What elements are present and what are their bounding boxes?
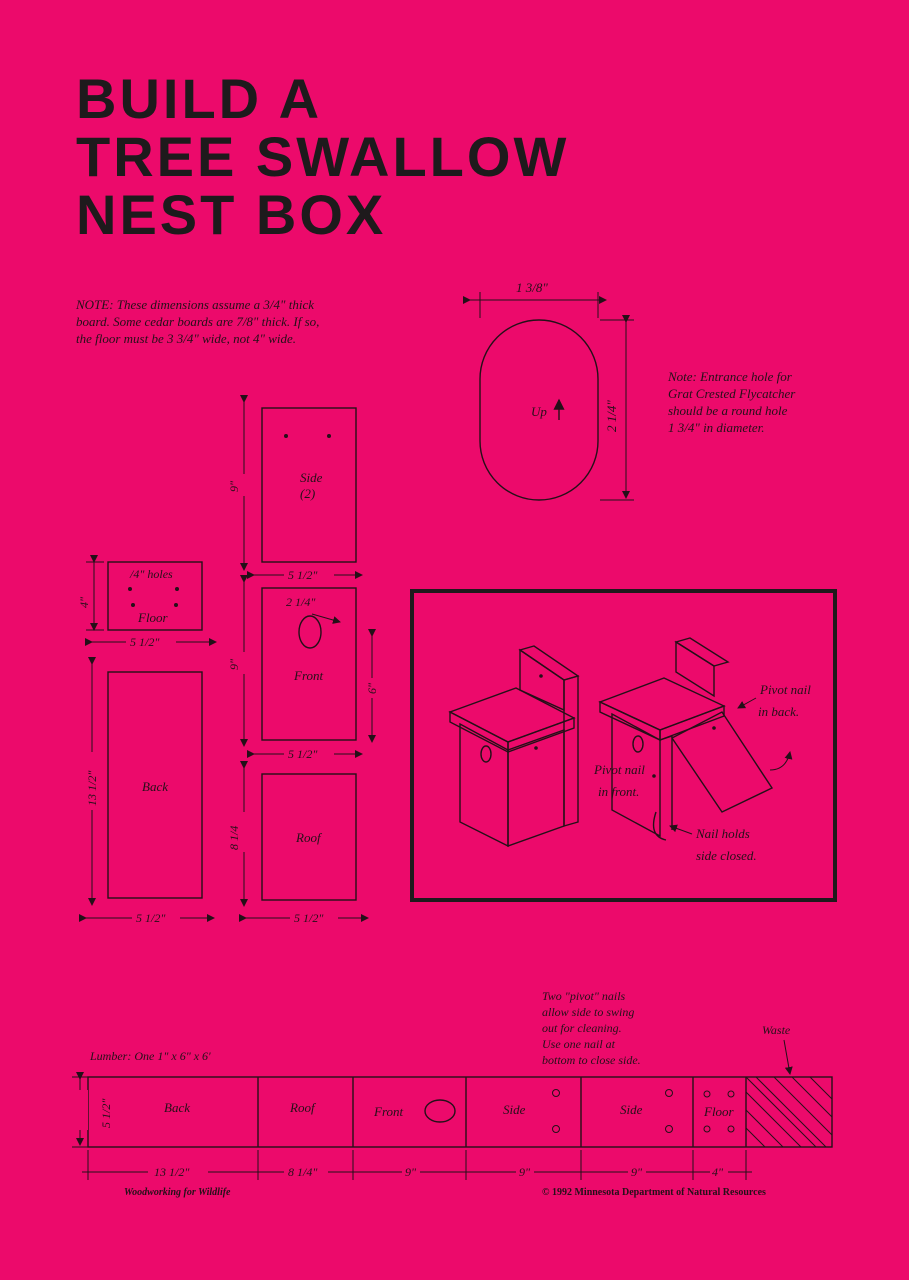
- front-side-dim-label: 6": [365, 682, 379, 694]
- roof-piece: Roof 8 1/4 5 1/2": [227, 761, 369, 925]
- assembly-illustration: Pivot nail in back. Pivot nail in front.…: [410, 589, 837, 902]
- entrance-hole-note: Note: Entrance hole for Grat Crested Fly…: [668, 368, 795, 436]
- back-height-label: 13 1/2": [85, 770, 99, 806]
- footer-credit: Woodworking for Wildlife: [124, 1187, 231, 1198]
- thickness-note-line: NOTE: These dimensions assume a 3/4" thi…: [76, 297, 314, 312]
- hole-note-line: Note: Entrance hole for: [668, 369, 792, 384]
- page-title: BUILD A TREE SWALLOW NEST BOX: [76, 70, 569, 244]
- side-height-label: 9": [227, 480, 241, 492]
- waste-hatch: [745, 1076, 833, 1148]
- front-hole-label: 2 1/4": [286, 595, 316, 609]
- back-label: Back: [142, 779, 168, 794]
- title-line-1: BUILD A: [76, 67, 323, 130]
- roof-width-label: 5 1/2": [294, 911, 324, 925]
- hole-note-line: 1 3/4" in diameter.: [668, 420, 765, 435]
- waste-label: Waste: [762, 1023, 791, 1037]
- floor-label: Floor: [137, 610, 169, 625]
- segment-front-length: 9": [405, 1165, 417, 1179]
- entrance-hole-diagram: 1 3/8" 2 1/4" Up: [463, 280, 634, 501]
- title-line-2: TREE SWALLOW: [76, 125, 570, 188]
- pivot-front-line-1: Pivot nail: [593, 762, 645, 777]
- pivot-back-line-1: Pivot nail: [759, 682, 811, 697]
- side-label: Side: [300, 470, 323, 485]
- segment-side-1-length: 9": [519, 1165, 531, 1179]
- floor-piece: /4" holes Floor 4" 5 1/2": [77, 555, 217, 649]
- segment-roof-length: 8 1/4": [288, 1165, 318, 1179]
- lumber-label: Lumber: One 1" x 6" x 6': [89, 1049, 211, 1063]
- segment-side-2-length: 9": [631, 1165, 643, 1179]
- thickness-note: NOTE: These dimensions assume a 3/4" thi…: [76, 296, 319, 347]
- segment-side-1: Side: [503, 1102, 526, 1117]
- hole-height-label: 2 1/4": [604, 400, 619, 432]
- hole-note-line: should be a round hole: [668, 403, 788, 418]
- up-label: Up: [531, 404, 547, 419]
- back-width-label: 5 1/2": [136, 911, 166, 925]
- board-width-label: 5 1/2": [99, 1098, 113, 1128]
- front-height-label: 9": [227, 658, 241, 670]
- entrance-hole-oval: [479, 319, 599, 501]
- footer-copyright: © 1992 Minnesota Department of Natural R…: [542, 1187, 766, 1198]
- pivot-front-line-2: in front.: [598, 784, 639, 799]
- floor-holes-label: /4" holes: [129, 567, 173, 581]
- roof-label: Roof: [295, 830, 323, 845]
- hole-note-line: Grat Crested Flycatcher: [668, 386, 796, 401]
- front-piece: 2 1/4" Front 9" 6" 5 1/2": [227, 575, 380, 761]
- roof-height-label: 8 1/4: [227, 826, 241, 850]
- lumber-cut-layout: Lumber: One 1" x 6" x 6' Two "pivot" nai…: [72, 989, 833, 1180]
- nail-holds-line-1: Nail holds: [695, 826, 750, 841]
- thickness-note-line: the floor must be 3 3/4" wide, not 4" wi…: [76, 331, 296, 346]
- back-piece: Back 13 1/2" 5 1/2": [79, 657, 215, 925]
- floor-height-label: 4": [77, 596, 91, 608]
- nail-holds-line-2: side closed.: [696, 848, 757, 863]
- segment-front: Front: [373, 1104, 404, 1119]
- segment-floor-length: 4": [712, 1165, 724, 1179]
- segment-back-length: 13 1/2": [154, 1165, 190, 1179]
- thickness-note-line: board. Some cedar boards are 7/8" thick.…: [76, 314, 320, 329]
- segment-floor: Floor: [703, 1104, 735, 1119]
- front-width-label: 5 1/2": [288, 747, 318, 761]
- segment-side-2: Side: [620, 1102, 643, 1117]
- open-box-drawing: [598, 637, 793, 841]
- side-piece: Side (2) 9" 5 1/2": [227, 395, 363, 582]
- pivot-back-line-2: in back.: [758, 704, 799, 719]
- title-line-3: NEST BOX: [76, 183, 387, 246]
- pivot-note-line-5: bottom to close side.: [542, 1053, 641, 1067]
- closed-box-drawing: [448, 645, 580, 848]
- side-width-label: 5 1/2": [288, 568, 318, 582]
- hole-width-label: 1 3/8": [516, 280, 548, 295]
- segment-roof: Roof: [289, 1100, 317, 1115]
- segment-back: Back: [164, 1100, 190, 1115]
- pivot-note-line-2: allow side to swing: [542, 1005, 634, 1019]
- pivot-note-line-4: Use one nail at: [542, 1037, 616, 1051]
- pivot-note-line-3: out for cleaning.: [542, 1021, 622, 1035]
- side-count-label: (2): [300, 486, 315, 501]
- front-label: Front: [293, 668, 324, 683]
- floor-width-label: 5 1/2": [130, 635, 160, 649]
- assembly-frame: [410, 589, 837, 902]
- pivot-note-line-1: Two "pivot" nails: [542, 989, 626, 1003]
